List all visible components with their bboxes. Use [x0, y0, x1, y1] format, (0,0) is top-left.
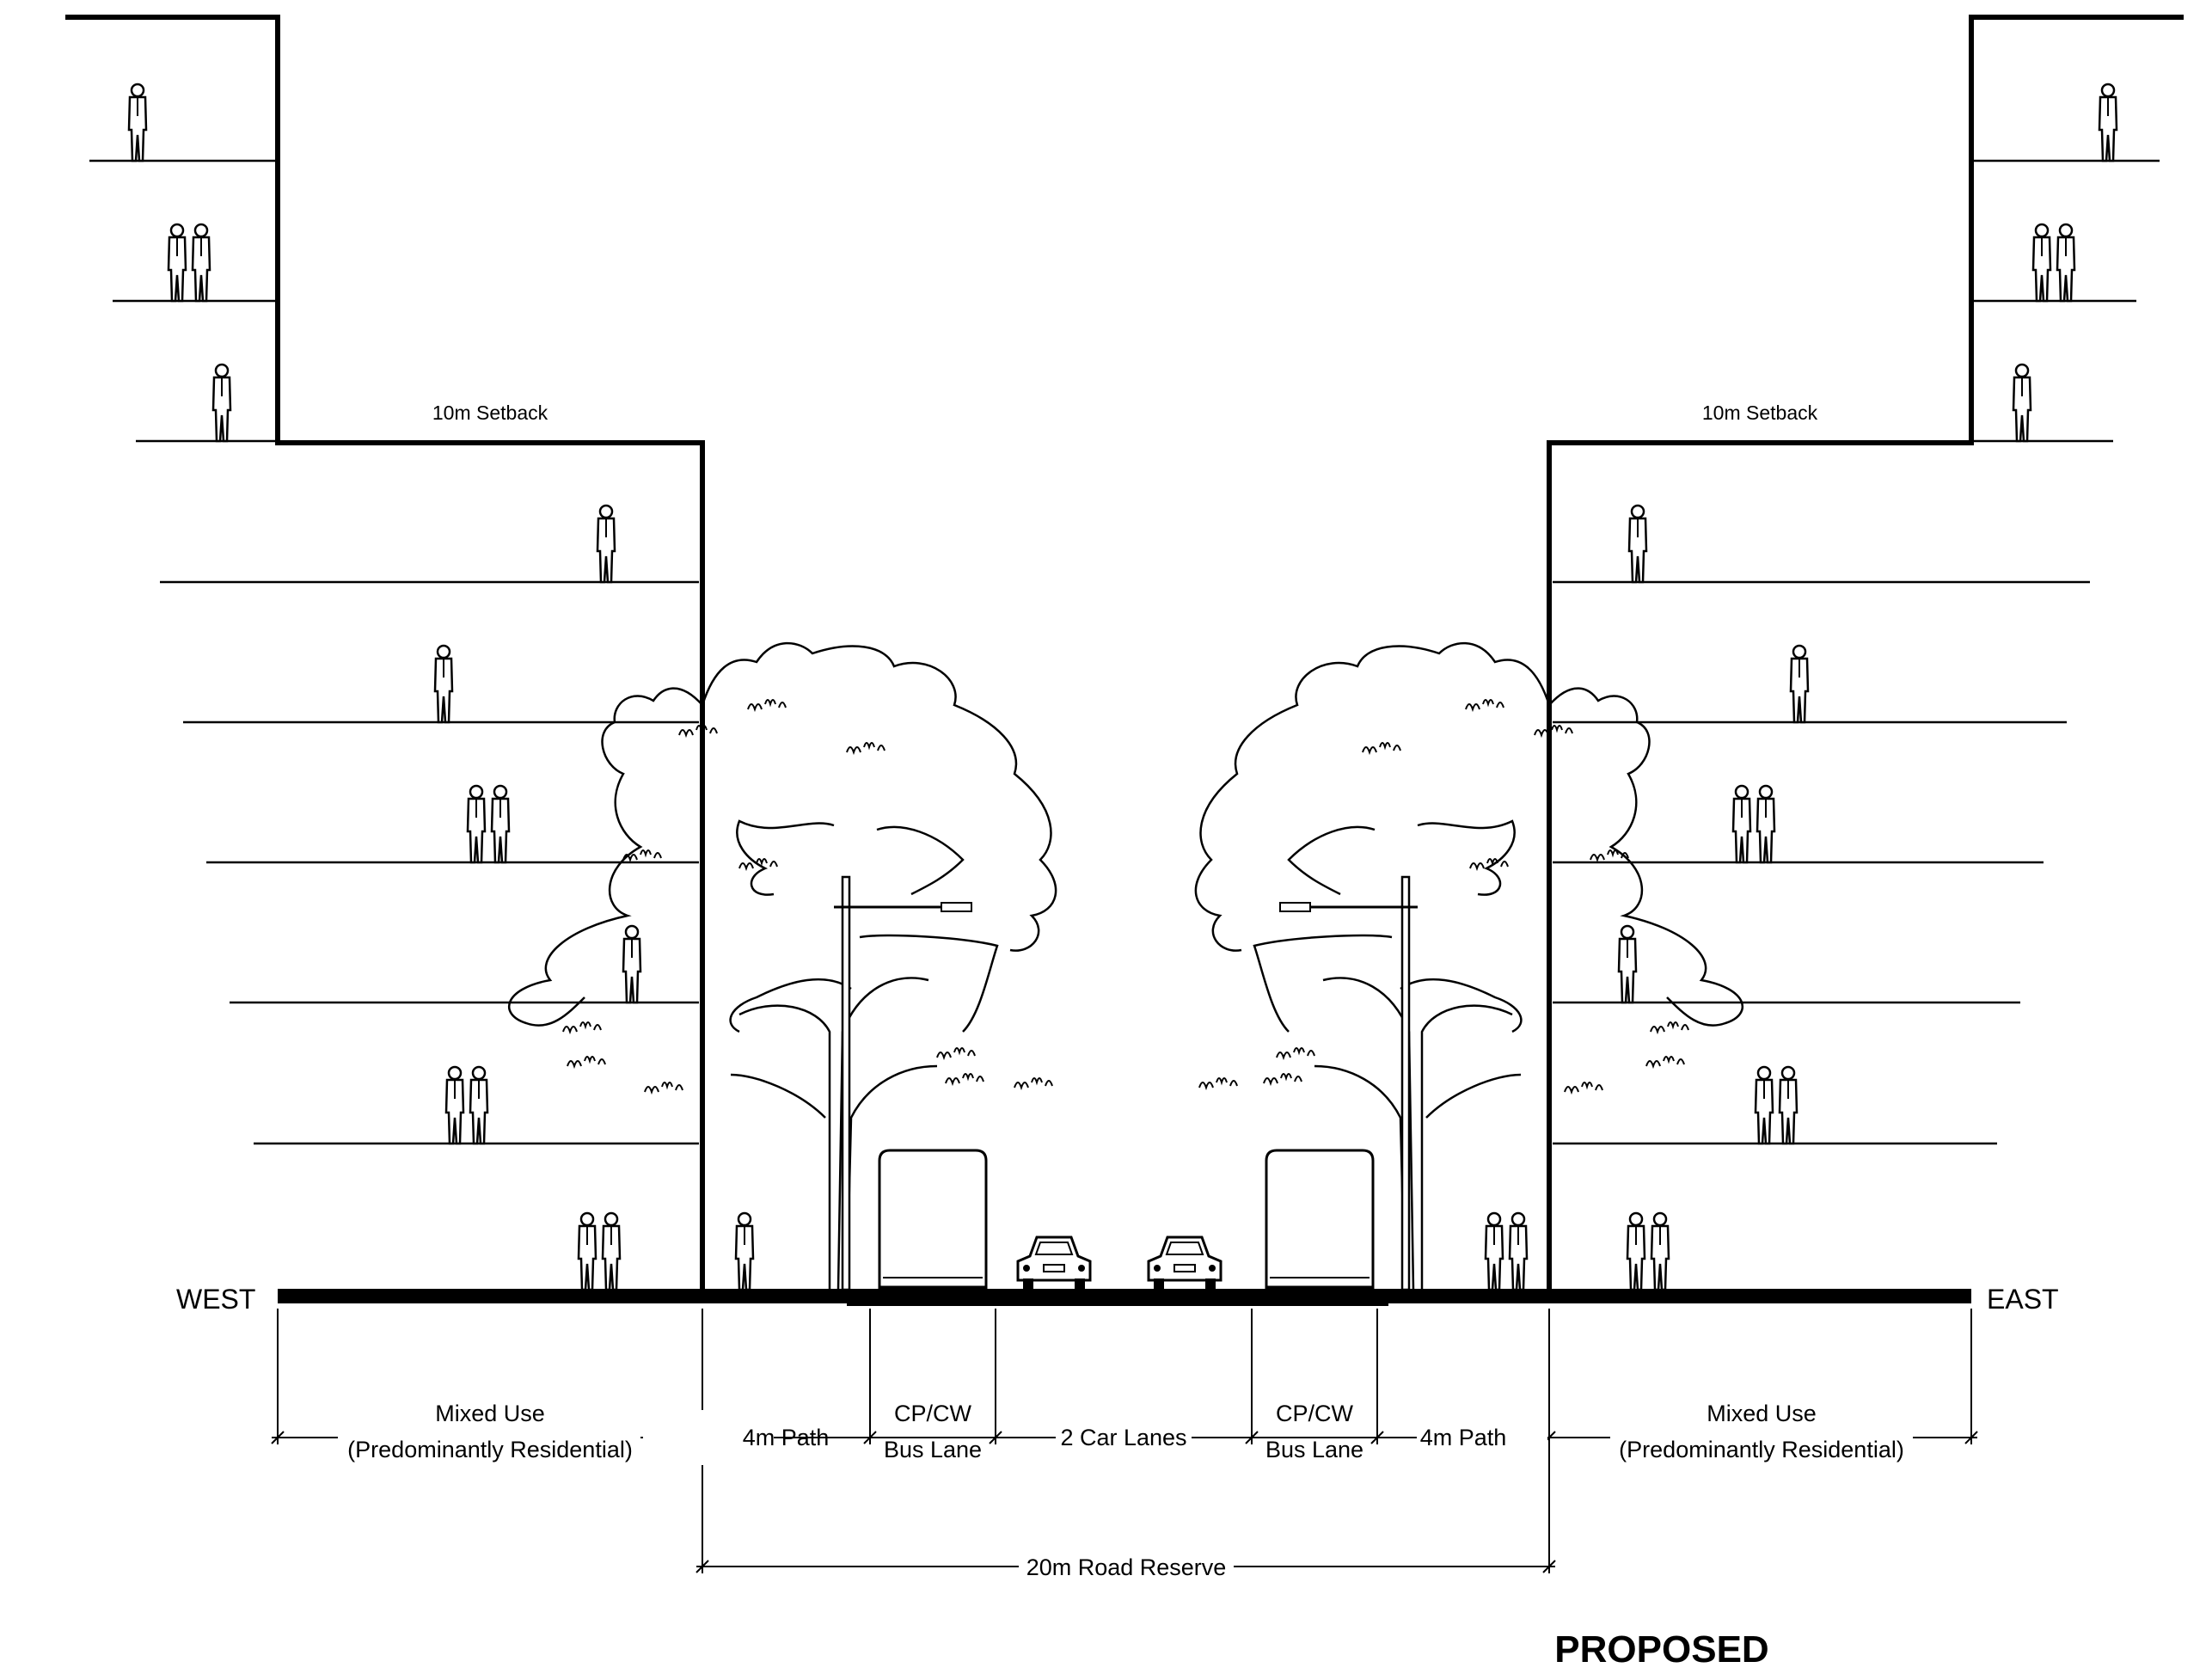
east-mixed-use-label: Mixed Use: [1707, 1401, 1817, 1426]
drawing-title: PROPOSED: [1554, 1628, 1768, 1671]
west-bus-lane-label: CP/CW: [894, 1401, 972, 1426]
ground-line: [278, 1289, 1971, 1306]
east-path-label: 4m Path: [1420, 1425, 1507, 1450]
car-lanes-label: 2 Car Lanes: [1060, 1425, 1186, 1450]
east-tree-canopy: [1194, 641, 1743, 1291]
east-mixed-use-sublabel: (Predominantly Residential): [1619, 1437, 1904, 1462]
west-tree-canopy: [508, 641, 1057, 1291]
west-bus-lane-sublabel: Bus Lane: [884, 1437, 982, 1462]
east-bus-lane-label: CP/CW: [1276, 1401, 1354, 1426]
east-setback-label: 10m Setback: [1702, 402, 1818, 424]
east-direction-label: EAST: [1987, 1284, 2059, 1315]
west-setback-label: 10m Setback: [432, 402, 548, 424]
west-direction-label: WEST: [176, 1284, 255, 1315]
east-building: [1547, 15, 2184, 1294]
road-reserve-label: 20m Road Reserve: [1026, 1554, 1227, 1580]
east-bus-lane-sublabel: Bus Lane: [1265, 1437, 1363, 1462]
west-path-label: 4m Path: [743, 1425, 830, 1450]
west-mixed-use-sublabel: (Predominantly Residential): [347, 1437, 633, 1462]
west-mixed-use-label: Mixed Use: [435, 1401, 545, 1426]
west-building: [65, 15, 705, 1294]
